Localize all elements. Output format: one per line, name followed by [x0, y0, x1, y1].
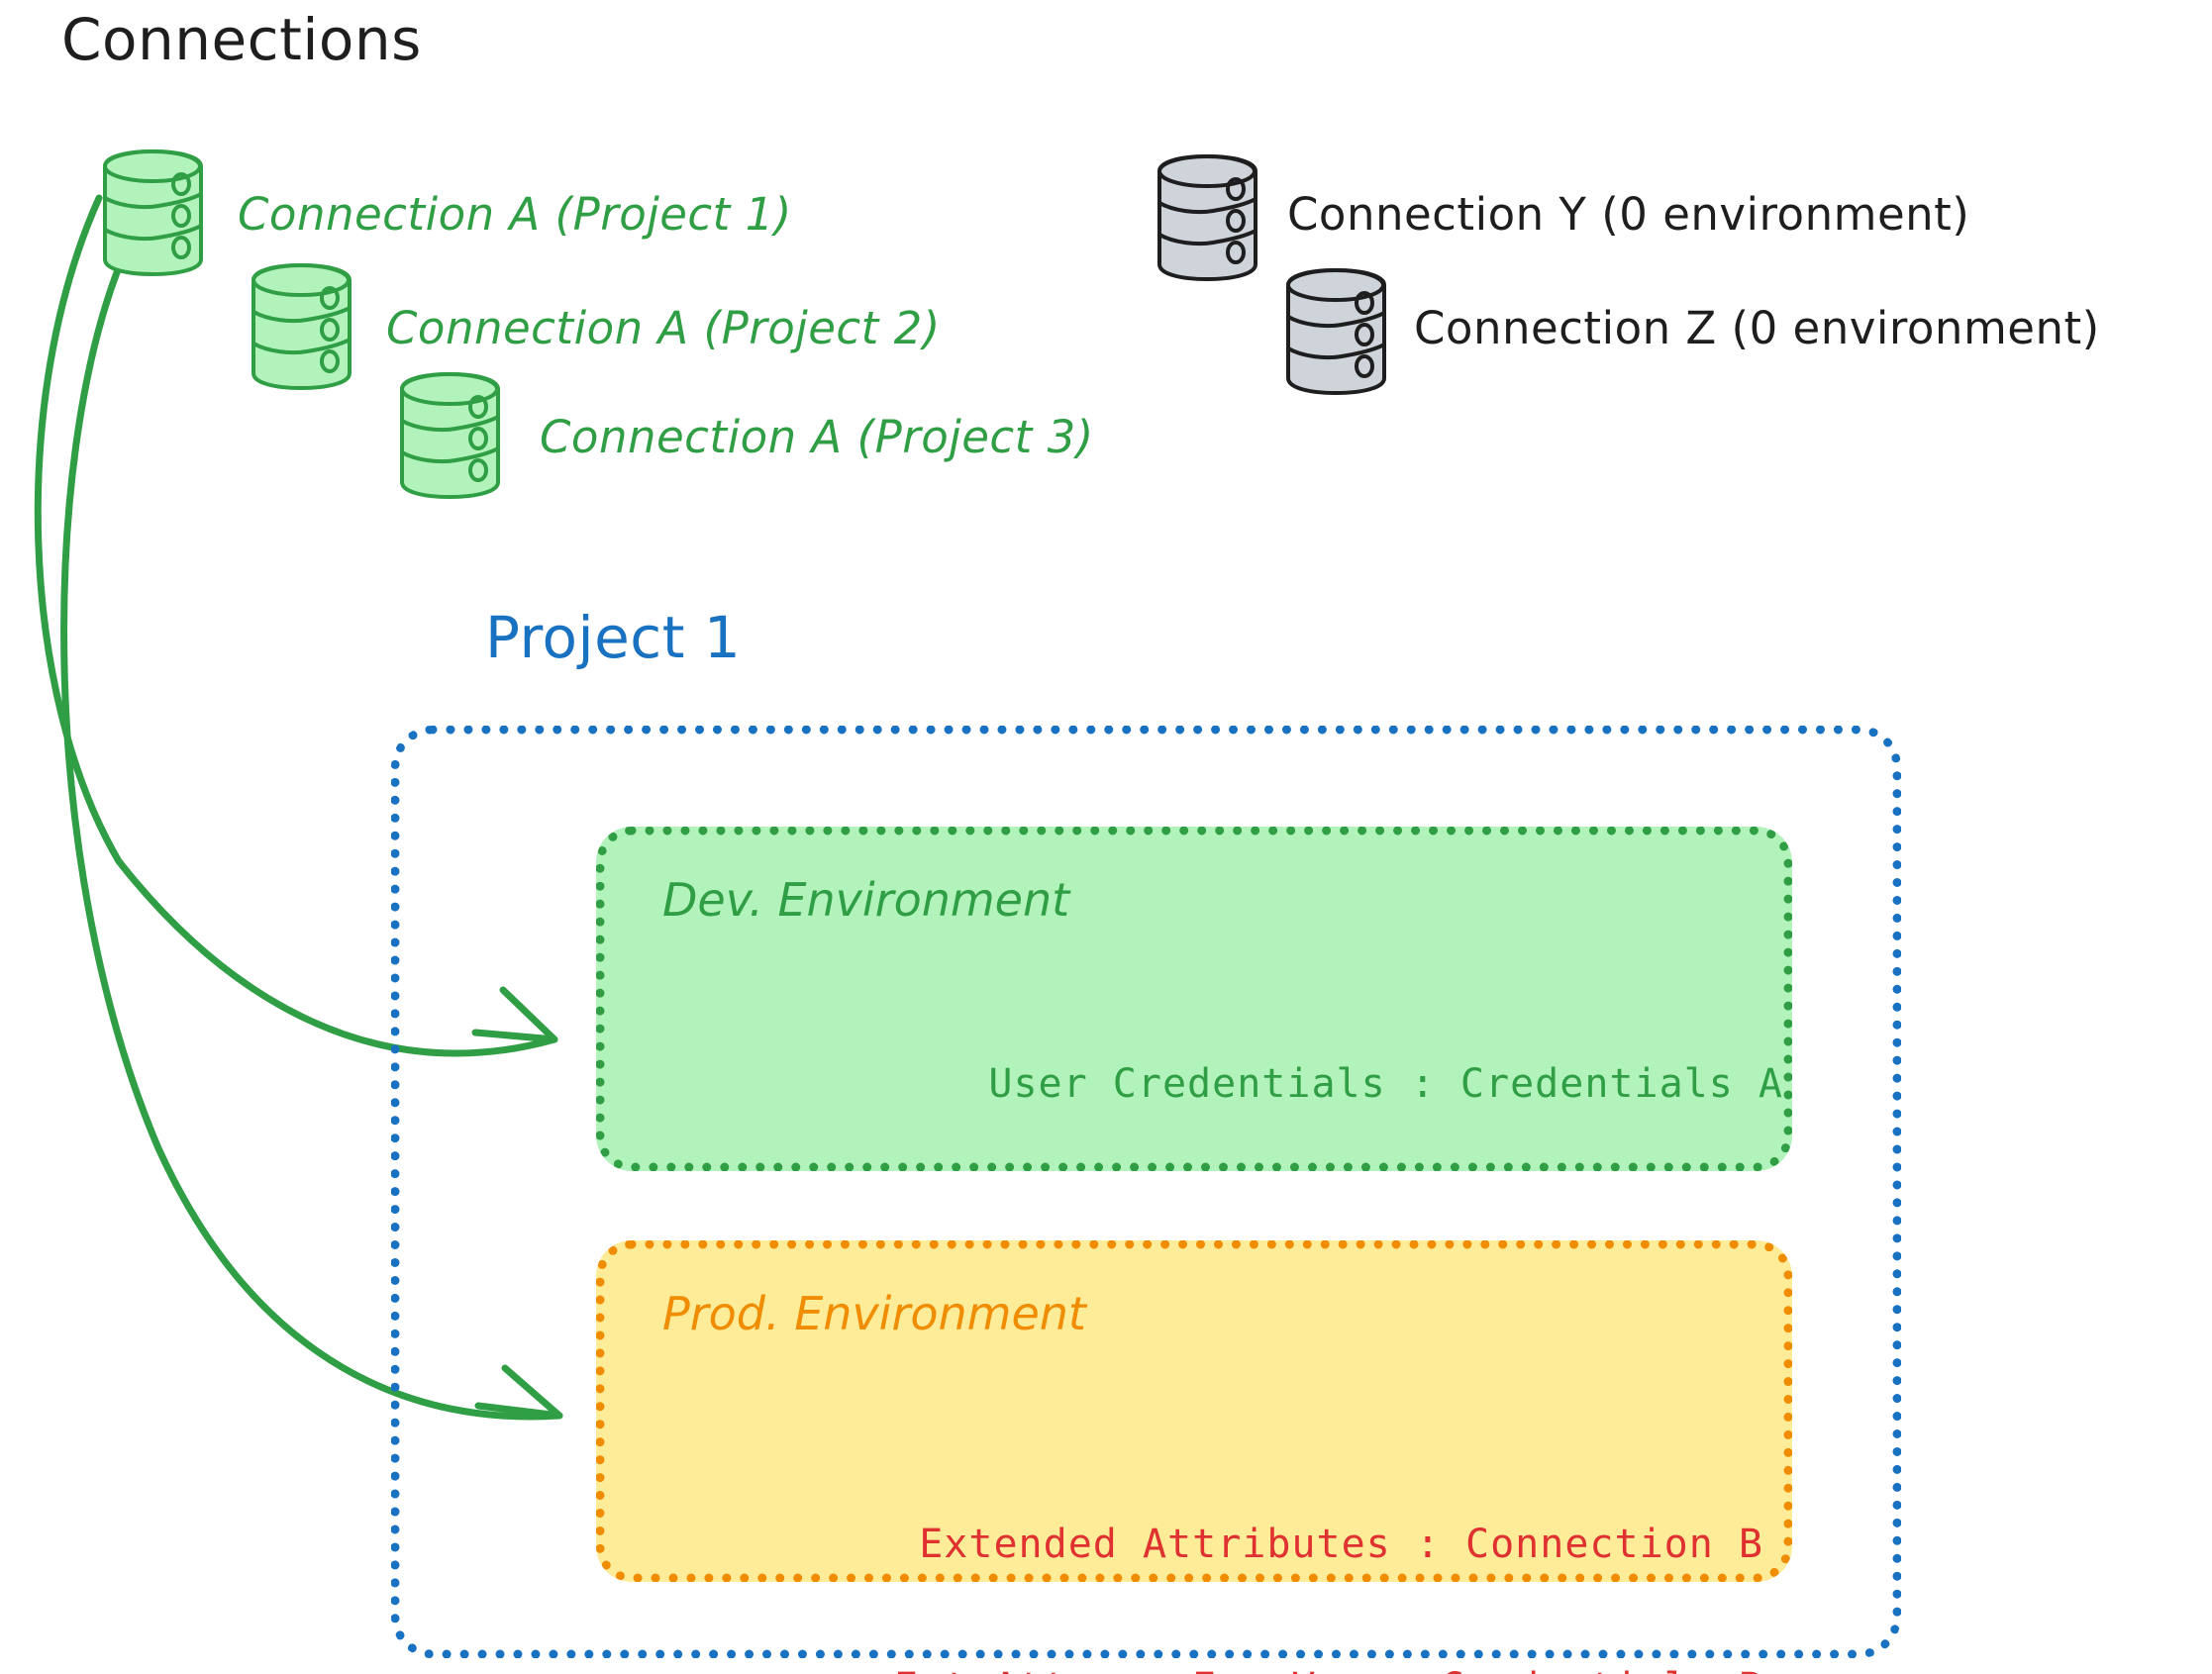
prod-line-2: Ext.Attr. + Env.Var : Credentials B	[684, 1662, 1763, 1674]
project-container	[391, 726, 1901, 1658]
dev-environment-title: Dev. Environment	[662, 873, 1070, 927]
prod-environment-attributes: Extended Attributes : Connection B Ext.A…	[684, 1428, 1763, 1674]
database-icon-connection-a-project-3[interactable]	[396, 371, 505, 500]
connection-label-a-project-2: Connection A (Project 2)	[386, 302, 941, 354]
database-icon-connection-a-project-1[interactable]	[99, 148, 208, 277]
database-icon-connection-a-project-2[interactable]	[248, 262, 356, 391]
connection-label-z: Connection Z (0 environment)	[1414, 302, 2100, 354]
connection-label-a-project-1: Connection A (Project 1)	[238, 188, 792, 241]
prod-line-1: Extended Attributes : Connection B	[919, 1522, 1763, 1567]
connection-label-y: Connection Y (0 environment)	[1287, 188, 1970, 241]
dev-environment-credentials: User Credentials : Credentials A	[988, 1061, 1783, 1107]
database-icon-connection-y[interactable]	[1154, 153, 1262, 282]
prod-environment-box[interactable]: Prod. Environment Extended Attributes : …	[596, 1240, 1792, 1674]
project-title: Project 1	[485, 604, 742, 671]
database-icon-connection-z[interactable]	[1282, 267, 1391, 396]
dev-environment-box[interactable]: Dev. Environment User Credentials : Cred…	[596, 827, 1792, 1171]
connection-label-a-project-3: Connection A (Project 3)	[540, 411, 1094, 463]
page-title: Connections	[61, 6, 422, 73]
prod-environment-title: Prod. Environment	[662, 1287, 1086, 1340]
